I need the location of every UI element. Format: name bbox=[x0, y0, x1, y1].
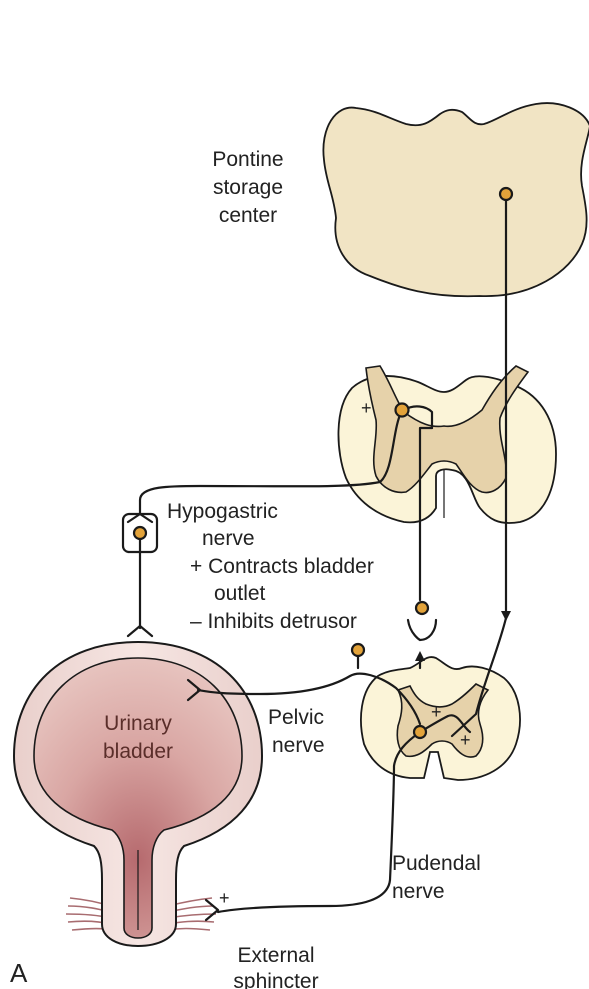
pelvic-nerve-axon bbox=[196, 672, 422, 726]
afferent-neuron bbox=[414, 600, 430, 616]
panel-letter: A bbox=[10, 958, 28, 988]
label-pelvic-line1: Pelvic bbox=[268, 706, 324, 729]
label-effect-inhibits: – Inhibits detrusor bbox=[190, 610, 357, 633]
hypogastric-ganglion-neuron bbox=[132, 525, 148, 541]
thoracolumbar-cord-section bbox=[337, 365, 557, 524]
label-hypogastric-line1: Hypogastric bbox=[167, 500, 278, 523]
pontine-neuron bbox=[498, 186, 514, 202]
label-bladder-line2: bladder bbox=[103, 740, 173, 763]
pons-section bbox=[322, 102, 589, 298]
sacral-sign-plus-lower: + bbox=[460, 730, 471, 750]
pons-outline bbox=[322, 102, 589, 298]
label-pontine-line1: Pontine bbox=[212, 148, 283, 171]
pudendal-nerve-axon bbox=[216, 730, 422, 914]
label-pontine-line2: storage bbox=[213, 176, 283, 199]
bladder-lumen bbox=[33, 657, 243, 939]
label-sphincter-line1: External bbox=[237, 944, 314, 967]
sphincter-sign-plus: + bbox=[219, 888, 230, 908]
label-bladder-line1: Urinary bbox=[104, 712, 172, 735]
sacral-sign-plus-upper: + bbox=[431, 702, 442, 722]
label-pontine-line3: center bbox=[219, 204, 277, 227]
thoracic-preganglionic-neuron bbox=[394, 402, 410, 418]
label-pelvic-line2: nerve bbox=[272, 734, 325, 757]
label-pudendal-line2: nerve bbox=[392, 880, 445, 903]
sacral-pudendal-neuron bbox=[412, 724, 428, 740]
neural-pathways bbox=[121, 186, 514, 922]
cord-gray-matter bbox=[365, 365, 530, 494]
thoracic-sign-plus: + bbox=[361, 398, 372, 418]
label-hypogastric-line2: nerve bbox=[202, 527, 255, 550]
signs: + + + + bbox=[219, 398, 471, 908]
label-sphincter-line2: sphincter bbox=[233, 970, 318, 989]
label-effect-contracts: + Contracts bladder bbox=[190, 555, 374, 578]
hypogastric-preganglionic-axon bbox=[138, 408, 404, 522]
pelvic-nerve-neuron bbox=[350, 642, 366, 658]
label-effect-outlet: outlet bbox=[214, 582, 266, 605]
thoracic-interneuron bbox=[418, 426, 434, 602]
labels: Pontine storage center Hypogastric nerve… bbox=[10, 148, 481, 989]
urinary-bladder bbox=[12, 640, 264, 948]
pontine-to-sacral-axon bbox=[450, 616, 508, 738]
label-pudendal-line1: Pudendal bbox=[392, 852, 481, 875]
